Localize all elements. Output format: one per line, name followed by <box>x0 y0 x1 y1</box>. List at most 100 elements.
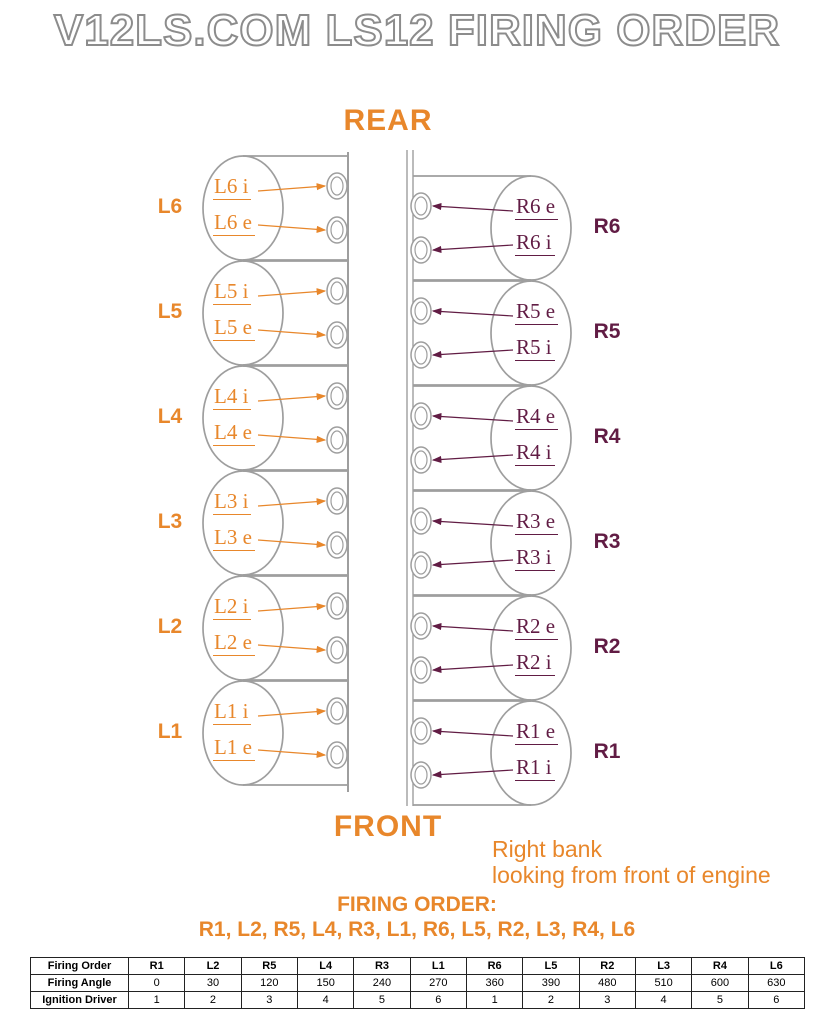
table-cell: 4 <box>296 991 355 1009</box>
table-cell: L1 <box>409 957 467 975</box>
bank-label-r4: R4 <box>593 425 621 448</box>
table-row-ignition-driver: Ignition Driver 1 2 3 4 5 6 1 2 3 4 5 6 <box>30 991 806 1009</box>
valve-label-l5-exhaust: L5 e <box>213 316 255 341</box>
table-cell: L5 <box>522 957 580 975</box>
valve-label-r5-intake: R5 i <box>515 336 555 361</box>
valve-label-l2-exhaust: L2 e <box>213 631 255 656</box>
table-cell: L3 <box>634 957 693 975</box>
page-title: V12LS.COM LS12 FIRING ORDER <box>53 5 781 56</box>
table-cell: R6 <box>465 957 524 975</box>
cylinder-r3-shape <box>410 490 572 596</box>
valve-label-l1-intake: L1 i <box>213 700 252 725</box>
table-cell: 3 <box>578 991 636 1009</box>
table-cell: 0 <box>127 974 186 992</box>
table-cell: R3 <box>353 957 411 975</box>
cylinder-l3-shape <box>202 470 348 576</box>
table-cell: 360 <box>465 974 524 992</box>
valve-label-l3-exhaust: L3 e <box>213 526 255 551</box>
cylinder-l5-shape <box>202 260 348 366</box>
valve-label-l3-intake: L3 i <box>213 490 252 515</box>
valve-label-r6-intake: R6 i <box>515 231 555 256</box>
table-cell: 1 <box>465 991 524 1009</box>
table-cell: 6 <box>747 991 806 1009</box>
table-row-firing-order: Firing Order R1 L2 R5 L4 R3 L1 R6 L5 R2 … <box>30 957 806 975</box>
rear-label: REAR <box>343 104 433 137</box>
table-cell: 150 <box>296 974 355 992</box>
table-cell: L6 <box>747 957 806 975</box>
table-cell: 510 <box>634 974 693 992</box>
bank-label-l4: L4 <box>157 405 183 428</box>
valve-label-r1-intake: R1 i <box>515 756 555 781</box>
cylinder-r5-shape <box>410 280 572 386</box>
bank-label-l2: L2 <box>157 615 183 638</box>
firing-table: Firing Order R1 L2 R5 L4 R3 L1 R6 L5 R2 … <box>30 957 806 1009</box>
table-cell: 30 <box>184 974 242 992</box>
firing-order-block: FIRING ORDER: R1, L2, R5, L4, R3, L1, R6… <box>0 893 834 943</box>
table-cell: R1 <box>127 957 186 975</box>
bank-label-l3: L3 <box>157 510 183 533</box>
table-cell: 120 <box>240 974 298 992</box>
valve-label-r3-exhaust: R3 e <box>515 510 559 535</box>
table-cell: 2 <box>522 991 580 1009</box>
bank-label-l5: L5 <box>157 300 183 323</box>
table-cell: R2 <box>578 957 636 975</box>
table-cell: 630 <box>747 974 806 992</box>
bank-label-l6: L6 <box>157 195 183 218</box>
cylinder-r2-shape <box>410 595 572 701</box>
bank-label-r1: R1 <box>593 740 621 763</box>
right-bank-note-line2: looking from front of engine <box>492 862 771 888</box>
valve-label-l2-intake: L2 i <box>213 595 252 620</box>
cylinder-l2-shape <box>202 575 348 681</box>
row-header: Firing Angle <box>30 974 129 992</box>
valve-label-l6-exhaust: L6 e <box>213 211 255 236</box>
table-cell: 2 <box>184 991 242 1009</box>
valve-label-r2-exhaust: R2 e <box>515 615 559 640</box>
valve-label-r2-intake: R2 i <box>515 651 555 676</box>
table-cell: 5 <box>353 991 411 1009</box>
firing-order-sequence: R1, L2, R5, L4, R3, L1, R6, L5, R2, L3, … <box>198 918 636 941</box>
firing-order-heading: FIRING ORDER: <box>337 893 497 916</box>
bank-label-r3: R3 <box>593 530 621 553</box>
right-bank-note: Right bank looking from front of engine <box>492 836 771 888</box>
valve-label-r6-exhaust: R6 e <box>515 195 559 220</box>
table-cell: 480 <box>578 974 636 992</box>
cylinder-l1-shape <box>202 680 348 786</box>
table-cell: 1 <box>127 991 186 1009</box>
valve-label-r5-exhaust: R5 e <box>515 300 559 325</box>
table-cell: 5 <box>691 991 749 1009</box>
cylinder-r6-shape <box>410 175 572 281</box>
valve-label-l6-intake: L6 i <box>213 175 252 200</box>
table-cell: 6 <box>409 991 467 1009</box>
valve-label-r1-exhaust: R1 e <box>515 720 559 745</box>
bank-label-l1: L1 <box>157 720 183 743</box>
valve-label-r3-intake: R3 i <box>515 546 555 571</box>
table-cell: 390 <box>522 974 580 992</box>
valve-label-r4-intake: R4 i <box>515 441 555 466</box>
right-bank-note-line1: Right bank <box>492 836 602 862</box>
table-row-firing-angle: Firing Angle 0 30 120 150 240 270 360 39… <box>30 974 806 992</box>
table-cell: R5 <box>240 957 298 975</box>
bank-label-r2: R2 <box>593 635 621 658</box>
table-cell: 600 <box>691 974 749 992</box>
valve-label-l4-intake: L4 i <box>213 385 252 410</box>
valve-label-r4-exhaust: R4 e <box>515 405 559 430</box>
cylinder-l4-shape <box>202 365 348 471</box>
row-header: Firing Order <box>30 957 129 975</box>
front-label: FRONT <box>333 810 443 843</box>
table-cell: 240 <box>353 974 411 992</box>
valve-label-l5-intake: L5 i <box>213 280 252 305</box>
valve-label-l4-exhaust: L4 e <box>213 421 255 446</box>
cylinder-r4-shape <box>410 385 572 491</box>
table-cell: 4 <box>634 991 693 1009</box>
table-cell: 270 <box>409 974 467 992</box>
bank-label-r6: R6 <box>593 215 621 238</box>
table-cell: R4 <box>691 957 749 975</box>
table-cell: L2 <box>184 957 242 975</box>
cylinder-l6-shape <box>202 155 348 261</box>
row-header: Ignition Driver <box>30 991 129 1009</box>
bank-label-r5: R5 <box>593 320 621 343</box>
table-cell: L4 <box>296 957 355 975</box>
valve-label-l1-exhaust: L1 e <box>213 736 255 761</box>
